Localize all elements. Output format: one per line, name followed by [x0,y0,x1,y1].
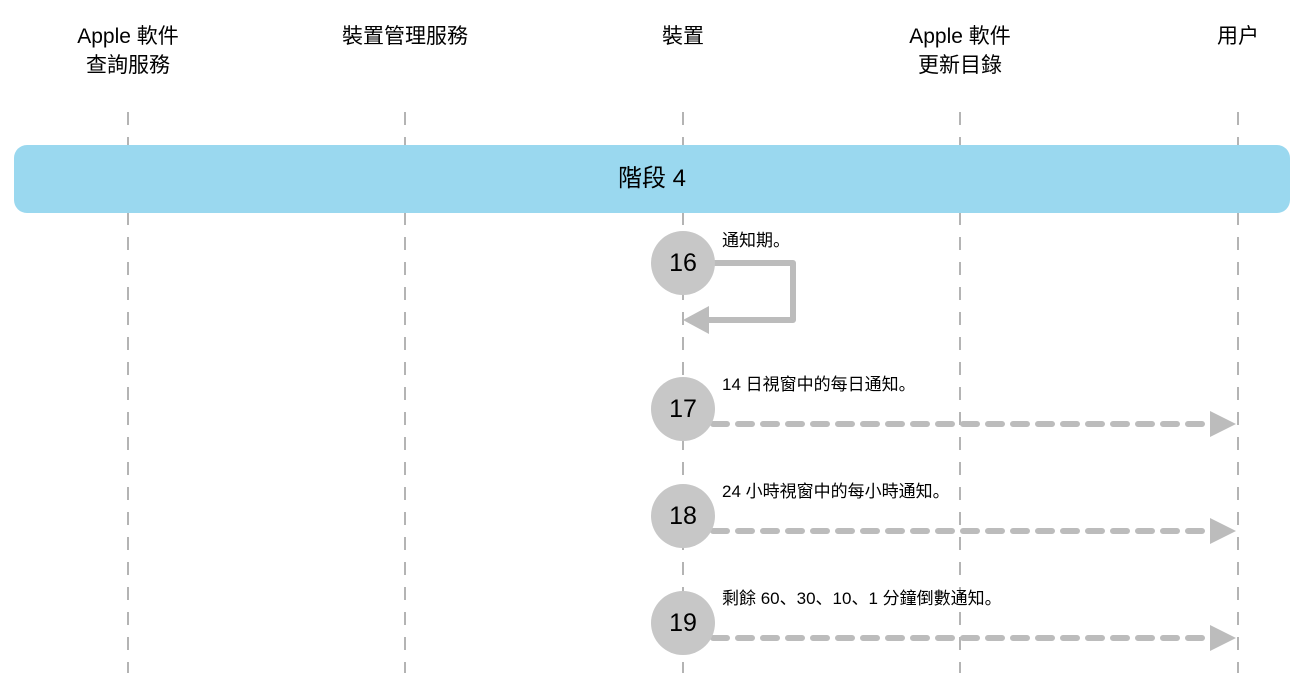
step-number-16: 16 [669,248,697,277]
column-header-apple-software-update-catalog: Apple 軟件 更新目錄 [909,25,1011,77]
step-label-19: 剩餘 60、30、10、1 分鐘倒數通知。 [722,589,1002,608]
message-arrow-step-16 [683,260,813,334]
lifeline-apple-software-lookup-service [127,112,129,673]
message-arrow-step-18 [710,516,1238,546]
phase-banner-label: 階段 4 [617,165,686,192]
step-number-18: 18 [669,501,697,530]
phase-banner: 階段 4 [14,145,1290,213]
column-header-user: 用户 [1217,25,1259,48]
lifeline-apple-software-update-catalog [959,112,961,673]
lifeline-device-management-service [404,112,406,673]
step-label-16: 通知期。 [722,231,790,250]
message-arrow-step-17 [710,409,1238,439]
step-circle-18[interactable]: 18 [651,484,715,548]
column-header-device: 裝置 [662,25,704,48]
step-circle-16[interactable]: 16 [651,231,715,295]
column-header-apple-software-lookup-service: Apple 軟件 查詢服務 [77,25,179,77]
lifeline-user [1237,112,1239,673]
step-circle-19[interactable]: 19 [651,591,715,655]
step-label-18: 24 小時視窗中的每小時通知。 [722,482,950,501]
message-arrow-step-19 [710,623,1238,653]
step-number-17: 17 [669,394,697,423]
step-circle-17[interactable]: 17 [651,377,715,441]
step-number-19: 19 [669,608,697,637]
column-header-device-management-service: 裝置管理服務 [342,25,468,48]
step-label-17: 14 日視窗中的每日通知。 [722,375,916,394]
